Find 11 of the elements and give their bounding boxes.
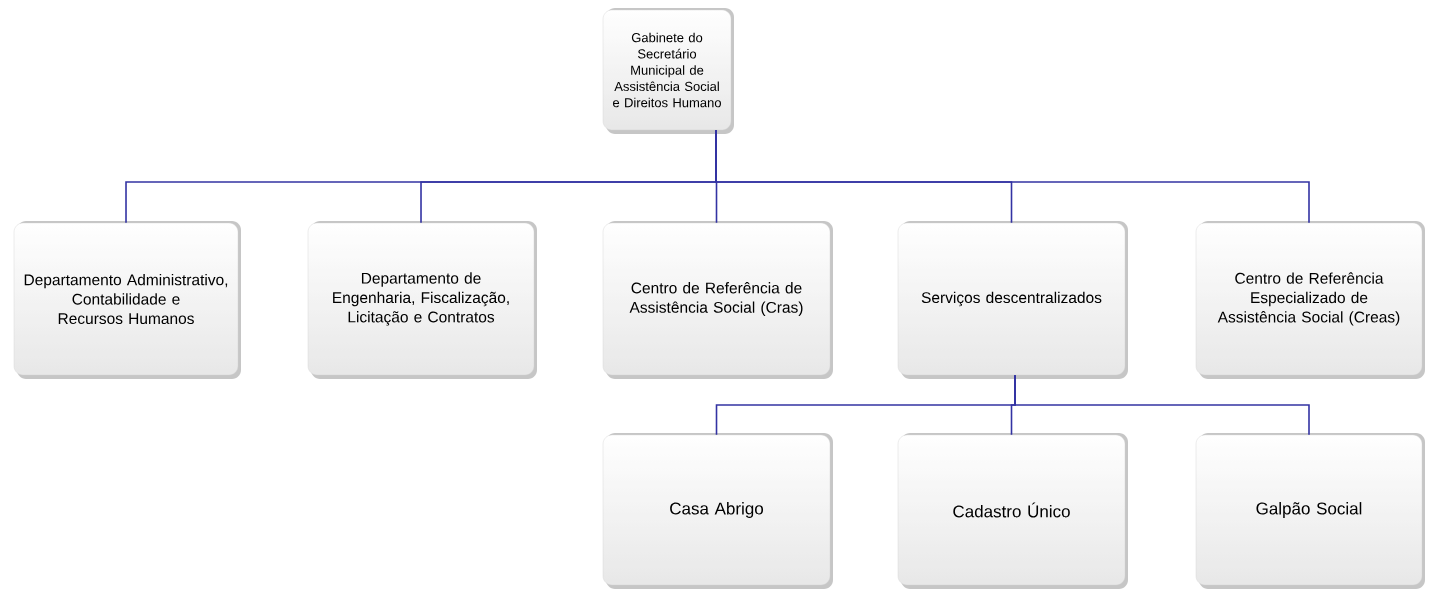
- org-box: Serviços descentralizados: [897, 221, 1128, 379]
- org-box: Cadastro Único: [897, 433, 1128, 589]
- org-box: Centro de Referência Especializado de Assistência Social (Creas): [1195, 221, 1425, 379]
- connector-line: [1014, 374, 1310, 436]
- org-box: Departamento de Engenharia, Fiscalização, Licitação e Contratos: [307, 221, 537, 379]
- org-box: Departamento Administrativo, Contabilidade e Recursos Humanos: [13, 221, 241, 379]
- org-box: Galpão Social: [1195, 433, 1425, 589]
- connector-line: [715, 129, 1310, 224]
- org-box: Gabinete do Secretário Municipal de Assistência Social e Direitos Humano: [602, 8, 734, 134]
- org-box: Centro de Referência de Assistência Social (Cras): [602, 221, 833, 379]
- org-box: Casa Abrigo: [602, 433, 833, 589]
